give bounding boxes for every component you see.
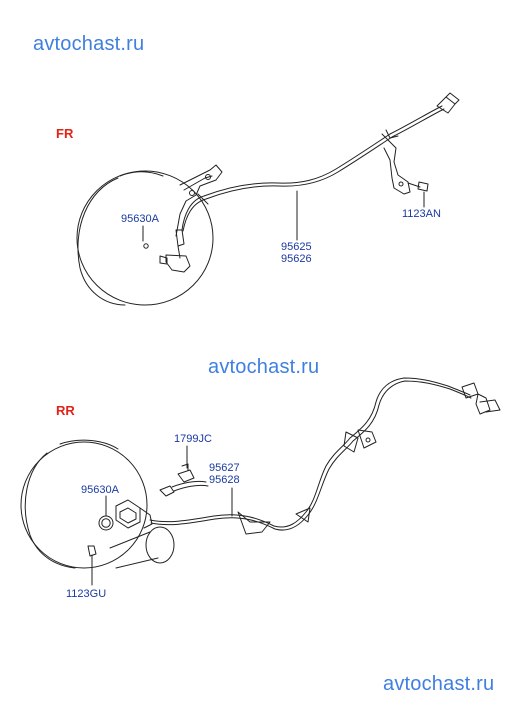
- section-label-front: FR: [56, 126, 74, 141]
- front-bracket: [175, 164, 223, 237]
- watermark-top: avtochast.ru: [33, 33, 145, 55]
- front-disc: [76, 170, 214, 306]
- rear-grommets: [237, 429, 377, 535]
- part-rear-clip: 1799JC: [174, 433, 212, 445]
- front-cable: [181, 105, 445, 232]
- rear-clip: [159, 463, 209, 497]
- part-front-sensor-line2: 95626: [281, 253, 312, 265]
- part-rear-bolt: 1123GU: [66, 588, 107, 600]
- front-connector: [436, 92, 460, 114]
- rear-leaders: [91, 445, 233, 586]
- part-front-oring: 95630A: [121, 213, 159, 225]
- front-leaders: [142, 190, 425, 242]
- rear-oring: [98, 515, 114, 531]
- front-cable-bracket: [381, 129, 411, 195]
- section-label-rear: RR: [56, 403, 75, 418]
- part-front-sensor-line1: 95625: [281, 241, 312, 253]
- part-rear-sensor-line2: 95628: [209, 474, 240, 486]
- front-sensor: [143, 229, 191, 273]
- rear-axle: [109, 526, 175, 569]
- front-bolt: [407, 181, 429, 192]
- rear-bolt: [87, 545, 97, 567]
- part-rear-oring: 95630A: [81, 484, 119, 496]
- watermark-middle: avtochast.ru: [208, 356, 320, 378]
- part-front-bolt: 1123AN: [402, 208, 441, 220]
- rear-sensor: [115, 499, 153, 529]
- rear-cable: [149, 377, 472, 531]
- part-rear-sensor-line1: 95627: [209, 462, 240, 474]
- watermark-bottom: avtochast.ru: [383, 673, 495, 695]
- rear-connector: [461, 382, 501, 415]
- rear-disc: [20, 439, 148, 569]
